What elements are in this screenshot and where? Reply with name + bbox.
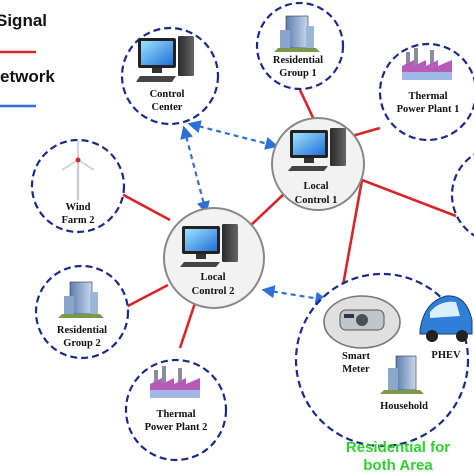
node-household: Household: [380, 355, 428, 412]
household-label: Household: [380, 401, 428, 412]
wind-turbine-icon: [61, 140, 95, 200]
power-line-lc1-east: [361, 178, 457, 218]
residential-group-1-label-1: Residential: [273, 55, 323, 66]
factory-icon: [402, 48, 452, 80]
control-center-label-1: Control: [150, 89, 185, 100]
node-control-center: Control Center: [120, 26, 220, 126]
smart-meter-label-1: Smart: [342, 351, 370, 362]
legend-signal-label: Signal: [0, 11, 47, 30]
comm-cc-lc1: [187, 120, 279, 150]
residential-area-title-1: Residential for: [346, 439, 450, 456]
thermal-plant-2-label-1: Thermal: [156, 409, 195, 420]
wind-farm-2-label-2: Farm 2: [62, 215, 95, 226]
local-control-1-label-2: Control 1: [295, 195, 338, 206]
legend: Signal etwork: [0, 11, 55, 108]
node-local-control-1: Local Control 1: [271, 117, 365, 211]
control-center-label-2: Center: [152, 102, 183, 113]
power-lines: [117, 89, 457, 349]
power-line-thermal1-lc1: [351, 126, 381, 138]
residential-group-2-label-2: Group 2: [63, 338, 100, 349]
smart-meter-icon: [339, 309, 385, 331]
node-local-control-2: Local Control 2: [163, 207, 265, 309]
comm-cc-lc2: [180, 125, 210, 215]
house-icon: [380, 355, 424, 394]
local-control-2-label-1: Local: [200, 272, 225, 283]
power-line-lc1-smartmeter: [338, 179, 364, 303]
phev-label: PHEV: [431, 350, 461, 361]
electric-car-icon: [419, 295, 473, 342]
power-line-lc2-thermal2: [178, 299, 198, 349]
thermal-plant-1-label-1: Thermal: [408, 91, 447, 102]
comm-lc2-smartmeter: [261, 285, 329, 305]
power-line-resgroup2-lc2: [123, 283, 169, 310]
node-residential-group-1: Residential Group 1: [255, 1, 345, 91]
node-smart-meter: Smart Meter: [323, 295, 401, 375]
legend-network-label: etwork: [0, 67, 55, 86]
node-thermal-plant-2: Thermal Power Plant 2: [124, 358, 228, 462]
east-partial-node: [450, 153, 474, 237]
node-phev: PHEV: [419, 295, 473, 361]
node-wind-farm-2: Wind Farm 2: [30, 138, 126, 234]
computer-icon: [288, 128, 346, 171]
local-control-1-label-1: Local: [303, 181, 328, 192]
smart-meter-label-2: Meter: [342, 364, 370, 375]
residential-group-2-label-1: Residential: [57, 325, 107, 336]
computer-icon: [180, 224, 238, 267]
node-residential-group-2: Residential Group 2: [34, 264, 130, 360]
power-line-wind2-lc2: [117, 190, 171, 222]
wind-farm-2-label-1: Wind: [66, 202, 91, 213]
thermal-plant-2-label-2: Power Plant 2: [145, 422, 208, 433]
thermal-plant-1-label-2: Power Plant 1: [397, 104, 460, 115]
factory-icon: [150, 366, 200, 398]
residential-group-1-label-2: Group 1: [279, 68, 316, 79]
computer-icon: [136, 36, 194, 82]
node-thermal-plant-1: Thermal Power Plant 1: [378, 42, 474, 142]
local-control-2-label-2: Control 2: [192, 286, 235, 297]
residential-area-title-2: both Area: [363, 457, 433, 474]
building-icon: [58, 281, 104, 318]
building-icon: [274, 15, 320, 52]
power-line-lc1-lc2: [249, 192, 286, 227]
